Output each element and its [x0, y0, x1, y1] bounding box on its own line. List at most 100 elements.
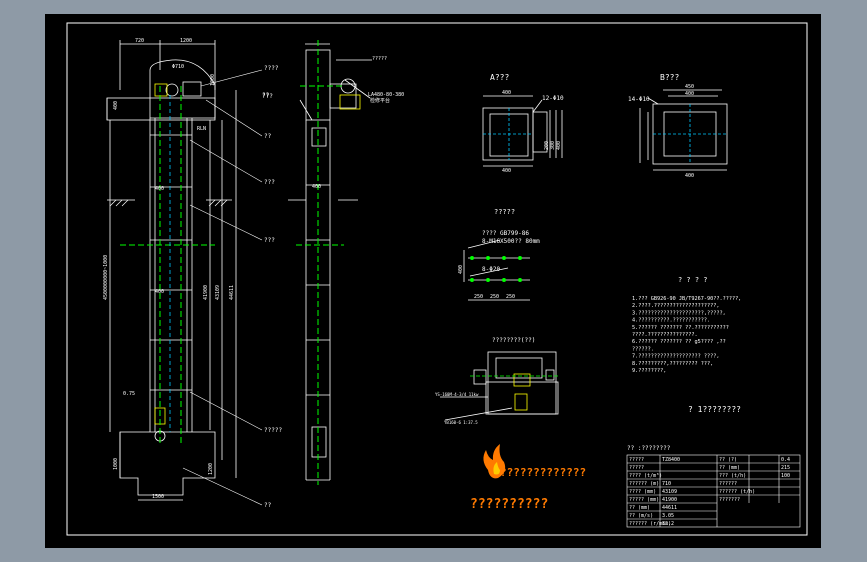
flange-leader-2 [469, 267, 509, 277]
side-callout-1: ??? [262, 93, 273, 100]
leader-c3 [189, 139, 263, 183]
flange-hole-3 [502, 256, 506, 260]
flange-hole-4 [518, 256, 522, 260]
dim-d1000: 1000 [210, 74, 216, 86]
flange-hole-5 [470, 278, 474, 282]
drive-text: ????????(??) YS-160M-4-3/4 11kw YB160-6 … [435, 337, 535, 425]
flange-holes [470, 256, 522, 282]
table-cell: ???? (mm) [629, 489, 656, 495]
view-a-d-side3: 400 [556, 141, 562, 150]
callout-7: ?? [264, 502, 272, 509]
table-cell: ?? (?) [719, 457, 737, 463]
drive-detail [440, 351, 559, 421]
drive-base [485, 381, 559, 415]
drive-box [182, 81, 202, 97]
dim-top-b: 1200 [180, 38, 192, 44]
view-a-holes: 12-Φ10 [542, 95, 564, 102]
view-b-d-bottom: 400 [685, 173, 694, 179]
logo-line2: ?????????? [470, 497, 548, 512]
dim-bottom: 1500 [152, 494, 164, 500]
view-b-d-top2: 400 [685, 91, 694, 97]
hatch-6 [220, 199, 228, 207]
view-b-hidden [653, 104, 727, 164]
side-callout-4: 检修平台 [370, 97, 390, 104]
note-line: 7.???????????????????? ????, [632, 354, 719, 360]
view-a-d-top: 400 [502, 90, 511, 96]
drawing-canvas[interactable] [45, 14, 821, 548]
boot-housing [119, 431, 216, 496]
callout-4: ??? [264, 237, 275, 244]
leader-c7 [182, 467, 263, 506]
front-callouts: ???? ?? ??? ??? ?? ????? ?? [262, 65, 282, 509]
title-table [626, 454, 801, 528]
table-cell: 100 [781, 473, 790, 479]
dim-vertical-long: 41900 [203, 285, 209, 300]
dim-vertical-total: 44611 [229, 285, 235, 300]
dim-bottom-height: 1000 [113, 458, 119, 470]
note-line: ????.???????????????. [632, 332, 698, 338]
view-b-holes: 14-Φ10 [628, 96, 650, 103]
dim-left-side: 0.75 [123, 391, 135, 397]
leader-c2 [205, 99, 263, 137]
flange-dim-b: 250 [490, 294, 499, 300]
drive-note2: YB160-6 1:37.5 [444, 420, 478, 425]
side-leader-2 [344, 79, 371, 99]
view-b-title: B??? [660, 73, 679, 82]
hatch-4 [208, 199, 216, 207]
callout-2: ?? [264, 133, 272, 140]
bearing-block [154, 83, 168, 97]
flange-spec1: ???? GB799-86 [482, 230, 529, 237]
dim-pulley-dia: Φ710 [172, 64, 184, 70]
flange-dim-a: 250 [474, 294, 483, 300]
flange-hole-6 [486, 278, 490, 282]
view-a-title: A??? [490, 73, 509, 82]
table-cell: ???? (t/m³) [629, 473, 662, 479]
note-line: 3.?????????????????????,?????, [632, 310, 726, 316]
head-housing [149, 59, 216, 119]
notes-title: ? ? ? ? [678, 276, 708, 284]
leader-c1 [200, 69, 263, 87]
note-line: 6.?????? ??????? ?? g5???? ,?? [632, 339, 726, 345]
view-a-d-side1: 200 [544, 141, 550, 150]
side-leader-3 [299, 99, 313, 121]
side-reducer [339, 94, 361, 110]
table-cell: ?????? [719, 481, 737, 487]
note-line: 8.?????????,????????? ???, [632, 361, 713, 367]
front-dim-text: 720 1200 Φ710 41900 43109 44611 45000000… [103, 38, 235, 500]
table-cell: ?????? (t/h) [719, 489, 755, 495]
flange-dim-c: 250 [506, 294, 515, 300]
table-cell: ??????? [719, 497, 740, 503]
drive-yellow [513, 373, 531, 411]
drive-title: ????????(??) [492, 337, 535, 344]
side-callout-2: LA480-80-380 [368, 92, 404, 98]
flange-text: ????? ???? GB799-86 8-M16X500?? 80mm 8-Φ… [458, 208, 540, 300]
view-b-leader [647, 97, 659, 105]
table-cell: 82.2 [662, 521, 674, 527]
hatch-5 [214, 199, 222, 207]
side-motor [329, 83, 357, 109]
table-cell: 44611 [662, 505, 677, 511]
view-a-d-side2: 300 [550, 141, 556, 150]
table-cell: 0.4 [781, 457, 790, 463]
callout-leaders [182, 69, 263, 506]
view-b-d-top: 450 [685, 84, 694, 90]
table-cell: ????? [629, 465, 644, 471]
table-cell: 710 [662, 481, 671, 487]
drive-coupling [545, 369, 555, 381]
note-line: 5.?????? ??????? ??.??????????? [632, 325, 729, 331]
leader-c4 [189, 204, 263, 241]
table-cell: ????? (mm) [629, 497, 659, 503]
side-dim-col: 400 [312, 184, 321, 190]
drive-reducer [514, 393, 528, 411]
dim-vertical-mid: 43109 [215, 285, 221, 300]
side-callout-3: ????? [372, 56, 387, 62]
front-centerlines [120, 86, 215, 445]
table-title: ?? :???????? [627, 445, 671, 452]
side-text: ??? LA480-80-380 ????? 检修平台 400 [262, 56, 404, 190]
hatch-3 [121, 199, 129, 207]
table-cell: 3.05 [662, 513, 674, 519]
side-centerlines [296, 40, 345, 485]
head-pulley [165, 83, 179, 97]
dim-bottom-side: 1200 [208, 463, 214, 475]
